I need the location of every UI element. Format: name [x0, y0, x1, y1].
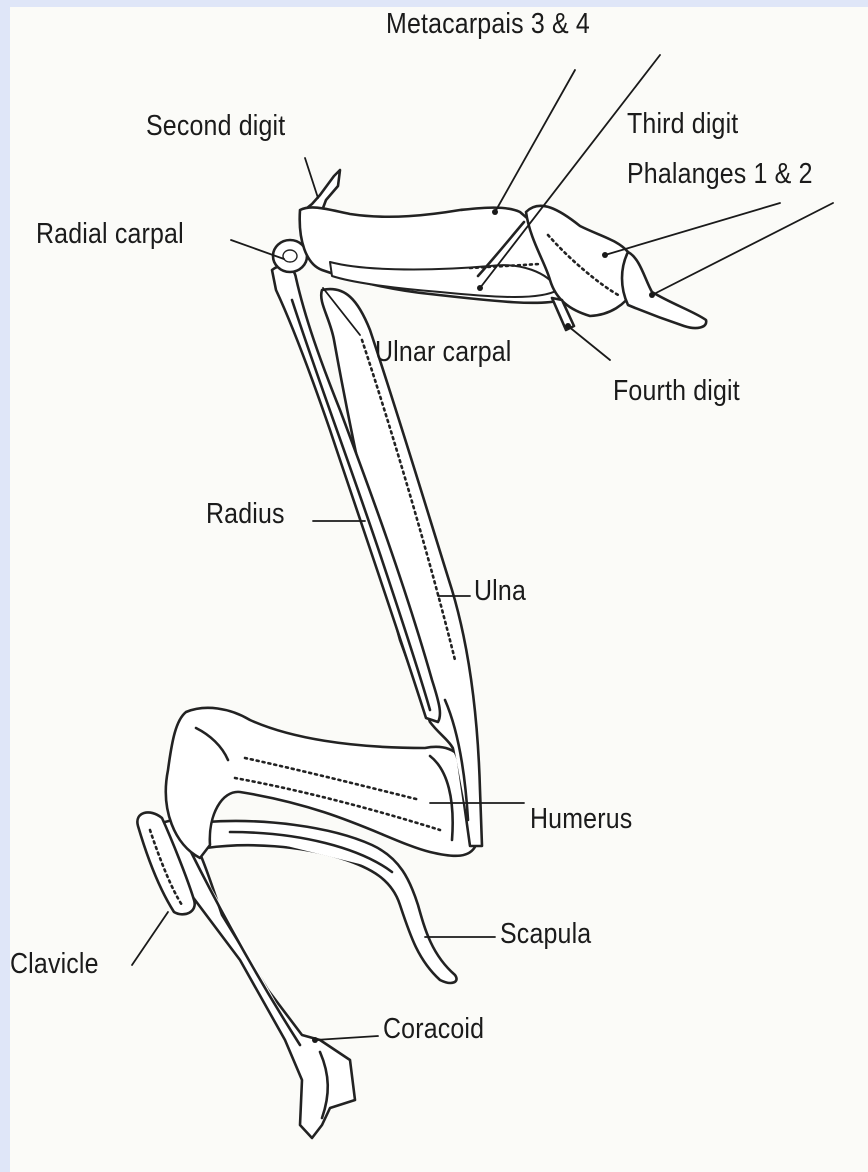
label-fourth-digit: Fourth digit [613, 377, 740, 406]
metacarpals-bone [300, 207, 562, 302]
label-scapula: Scapula [500, 920, 591, 949]
label-humerus: Humerus [530, 805, 632, 834]
metacarpals-leader-a [495, 70, 575, 212]
third-digit-leader [605, 203, 780, 255]
label-ulnar-carpal: Ulnar carpal [375, 338, 512, 367]
clavicle-leader [132, 912, 168, 965]
label-ulna: Ulna [474, 577, 526, 606]
second-digit-leader [305, 158, 318, 198]
phalanges-leader [652, 203, 833, 295]
label-second-digit: Second digit [146, 112, 285, 141]
label-clavicle: Clavicle [10, 950, 99, 979]
third-digit-phalanx-2-bone [622, 252, 706, 328]
coracoid-leader [315, 1036, 378, 1040]
label-radius: Radius [206, 500, 285, 529]
fourth-digit-leader [568, 326, 610, 360]
leader-lines [132, 55, 833, 1043]
label-radial-carpal: Radial carpal [36, 220, 184, 249]
label-phalanges: Phalanges 1 & 2 [627, 160, 813, 189]
label-coracoid: Coracoid [383, 1015, 484, 1044]
label-metacarpals: Metacarpais 3 & 4 [386, 10, 590, 39]
label-third-digit: Third digit [627, 110, 738, 139]
